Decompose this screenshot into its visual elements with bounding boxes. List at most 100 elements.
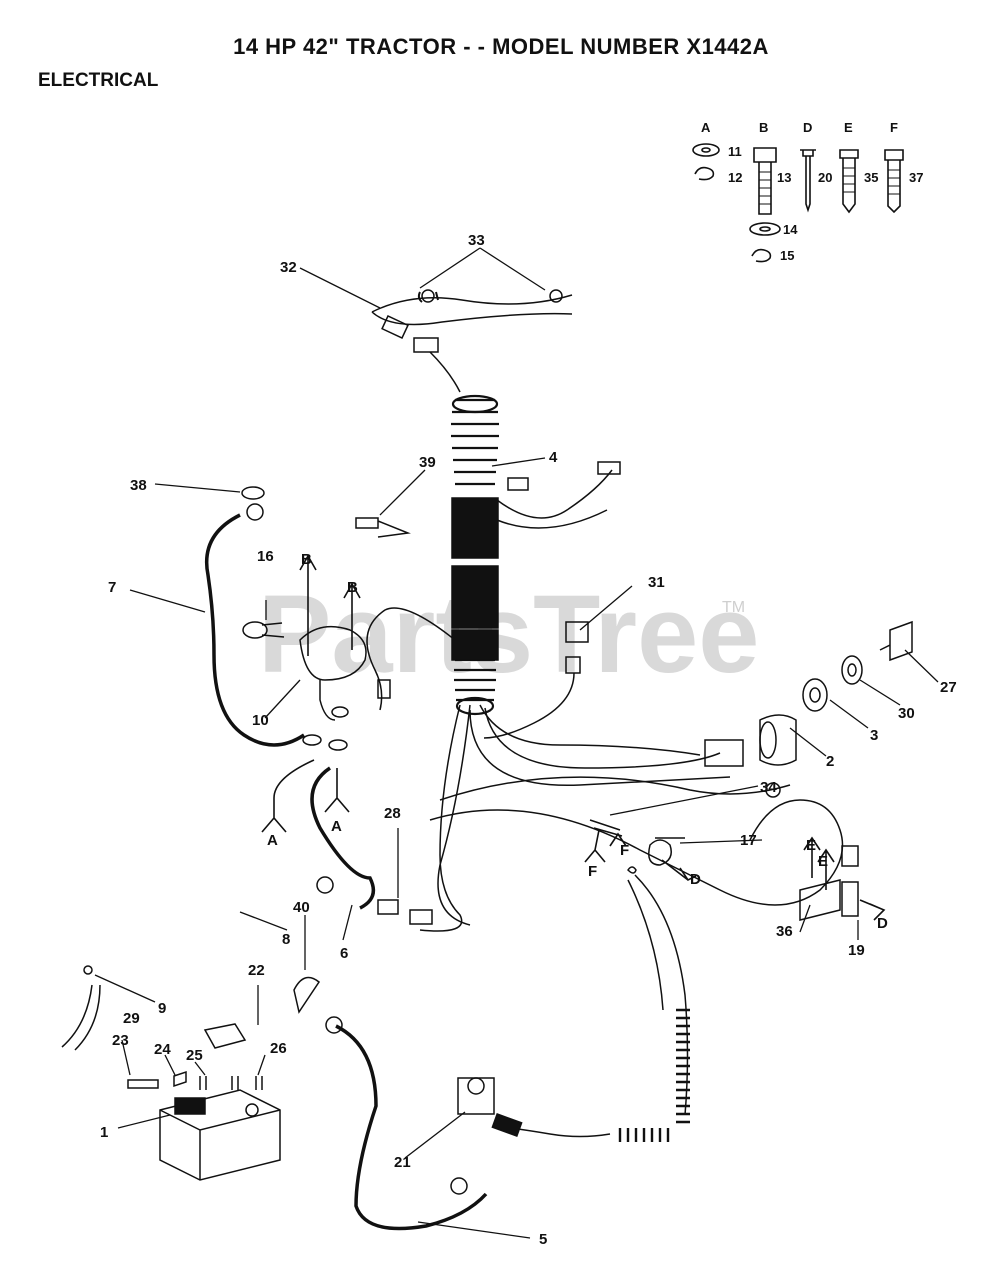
switch-icon [565,621,589,643]
battery-cable [335,1024,488,1231]
key-letter-d: D [803,120,812,135]
connector-icon [381,315,409,339]
callout-a-2: A [331,818,342,835]
key-part-35: 35 [864,170,878,185]
ignition-switch-icon [759,714,797,766]
nut-icon [841,655,863,685]
callout-29: 29 [123,1010,140,1027]
callout-9: 9 [158,1000,166,1017]
flat-washer-icon [692,143,720,157]
key-part-14: 14 [783,222,798,237]
star-washer-icon [749,222,781,236]
nut-icon [173,1070,187,1088]
key-letter-b: B [759,120,768,135]
callout-5: 5 [539,1231,547,1248]
vent-tube-icon [61,984,101,1051]
lock-nut-icon [751,248,772,263]
ring-terminal-icon [325,1016,343,1034]
switch-icon [841,881,859,917]
callout-21: 21 [394,1154,411,1171]
connector-icon [704,739,744,767]
callout-4: 4 [549,449,558,466]
callout-38: 38 [130,477,147,494]
loom-sleeve [451,629,499,661]
callout-33: 33 [468,232,485,249]
callout-a-1: A [267,832,278,849]
section-title: ELECTRICAL [38,70,159,91]
callout-16: 16 [257,548,274,565]
safety-switch-icon [648,839,672,866]
callout-36: 36 [776,923,793,940]
connector-icon [565,656,581,674]
boot-icon [293,976,321,1014]
callout-10: 10 [252,712,269,729]
nut-icon [802,678,828,712]
callout-b-2: B [347,579,358,596]
connector-icon [413,337,439,353]
callout-28: 28 [384,805,401,822]
callout-7: 7 [108,579,116,596]
key-part-37: 37 [909,170,923,185]
callout-25: 25 [186,1047,203,1064]
flat-washer-icon [241,486,265,500]
connector-icon [355,517,411,538]
callout-f-1: F [620,842,629,859]
harness-drawing [61,289,913,1231]
callout-d-2: D [877,915,888,932]
coiled-wire [618,1008,690,1142]
callout-f-2: F [588,863,597,880]
connector-icon [491,1113,523,1137]
callout-6: 6 [340,945,348,962]
leader-lines [94,247,939,1239]
ring-terminal-icon [765,782,781,798]
connector-icon [507,477,529,491]
callout-1: 1 [100,1124,108,1141]
clamp-icon [83,965,93,975]
callout-32: 32 [280,259,297,276]
bracket-icon [879,620,913,662]
callout-31: 31 [648,574,665,591]
bolt-icon [127,1079,159,1089]
fuse-holder-icon [377,899,399,915]
callout-3: 3 [870,727,878,744]
loom-sleeve [451,565,499,629]
hardware-reference-arrows [261,554,886,921]
battery-cover-icon [203,1023,247,1049]
hardware-key [692,143,904,263]
callout-e-1: E [806,837,816,854]
callout-8: 8 [282,931,290,948]
callout-40: 40 [293,899,310,916]
starter-solenoid-icon [299,625,367,681]
hex-bolt-icon [753,147,777,163]
watermark-tm: TM [722,599,745,616]
page-title: 14 HP 42" TRACTOR - - MODEL NUMBER X1442… [233,34,769,59]
loom-sleeve [451,497,499,559]
callout-27: 27 [940,679,957,696]
callout-34: 34 [760,779,777,796]
ring-terminal-icon [246,503,264,521]
connector-icon [627,866,637,874]
callout-39: 39 [419,454,436,471]
headlight-socket-icon [549,289,563,303]
battery-cable [205,513,305,747]
screw-f-icon [884,149,904,214]
key-letter-f: F [890,120,898,135]
ground-cable [310,766,376,910]
screw-e-icon [839,149,859,214]
battery-icon [159,1089,281,1181]
key-part-15: 15 [780,248,794,263]
connector-icon [377,679,391,699]
callout-d-1: D [690,871,701,888]
key-part-20: 20 [818,170,832,185]
callout-23: 23 [112,1032,129,1049]
screw-d-icon [800,149,816,213]
key-letter-e: E [844,120,853,135]
key-part-13: 13 [777,170,791,185]
connector-icon [597,461,621,475]
callout-22: 22 [248,962,265,979]
key-part-12: 12 [728,170,742,185]
lock-washer-icon [694,166,715,181]
callout-2: 2 [826,753,834,770]
callout-26: 26 [270,1040,287,1057]
callout-e-2: E [818,853,828,870]
